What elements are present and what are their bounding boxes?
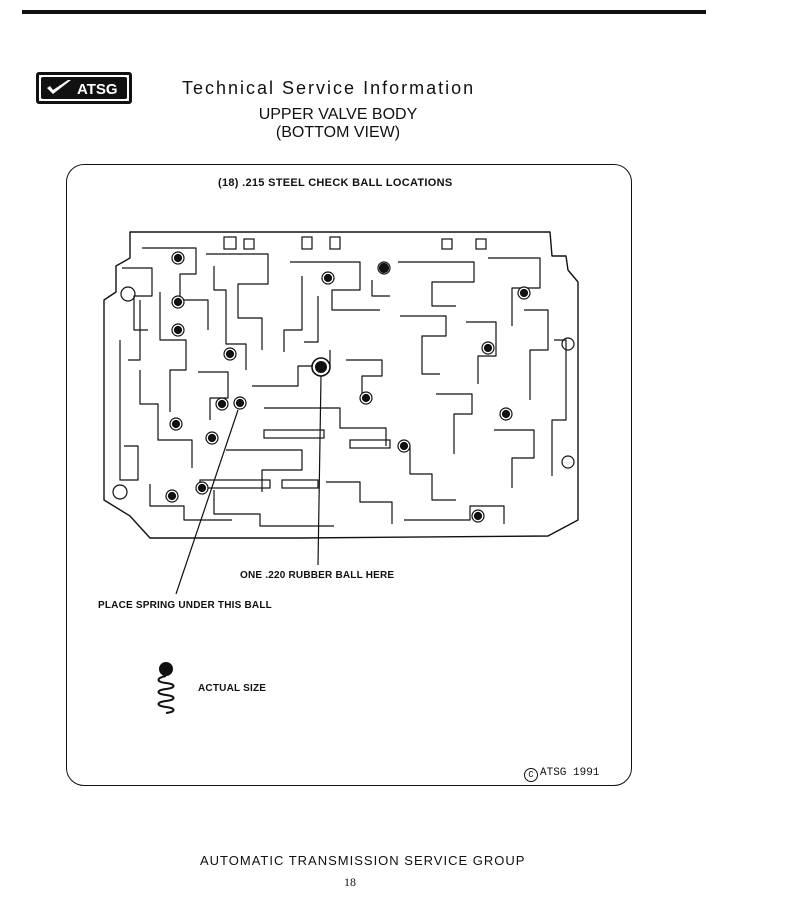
atsg-logo: ATSG [36,72,132,104]
actual-size-spring-icon [157,662,175,714]
check-ball-caption: (18) .215 STEEL CHECK BALL LOCATIONS [218,177,453,189]
valve-ports [112,236,575,500]
logo-text: ATSG [77,81,118,98]
spring-callout: PLACE SPRING UNDER THIS BALL [98,600,272,611]
checkmark-icon [47,80,71,94]
leader-lines [175,375,322,595]
check-ball-markers [165,251,531,523]
valve-body-outline [103,231,579,539]
actual-size-label: ACTUAL SIZE [198,683,267,694]
logo-mark: ATSG [47,80,118,98]
rubber-ball-leader [317,375,322,566]
diagram-frame [66,164,632,786]
rubber-ball-marker [311,357,331,377]
copyright-text: ATSG 1991 [540,767,600,779]
header-title: Technical Service Information [182,78,476,98]
document-title-line2: (BOTTOM VIEW) [275,124,401,141]
page-number: 18 [344,875,356,889]
top-rule [22,10,706,14]
document-title-line1: UPPER VALVE BODY [258,106,418,123]
copyright-icon: C [524,768,538,782]
document-title: UPPER VALVE BODY (BOTTOM VIEW) [238,106,438,142]
fluid-passages [119,247,567,527]
rubber-ball-callout: ONE .220 RUBBER BALL HERE [240,570,395,581]
footer-organization: AUTOMATIC TRANSMISSION SERVICE GROUP [200,853,526,868]
spring-ball-leader [175,409,239,595]
logo-plate: ATSG [41,77,127,99]
